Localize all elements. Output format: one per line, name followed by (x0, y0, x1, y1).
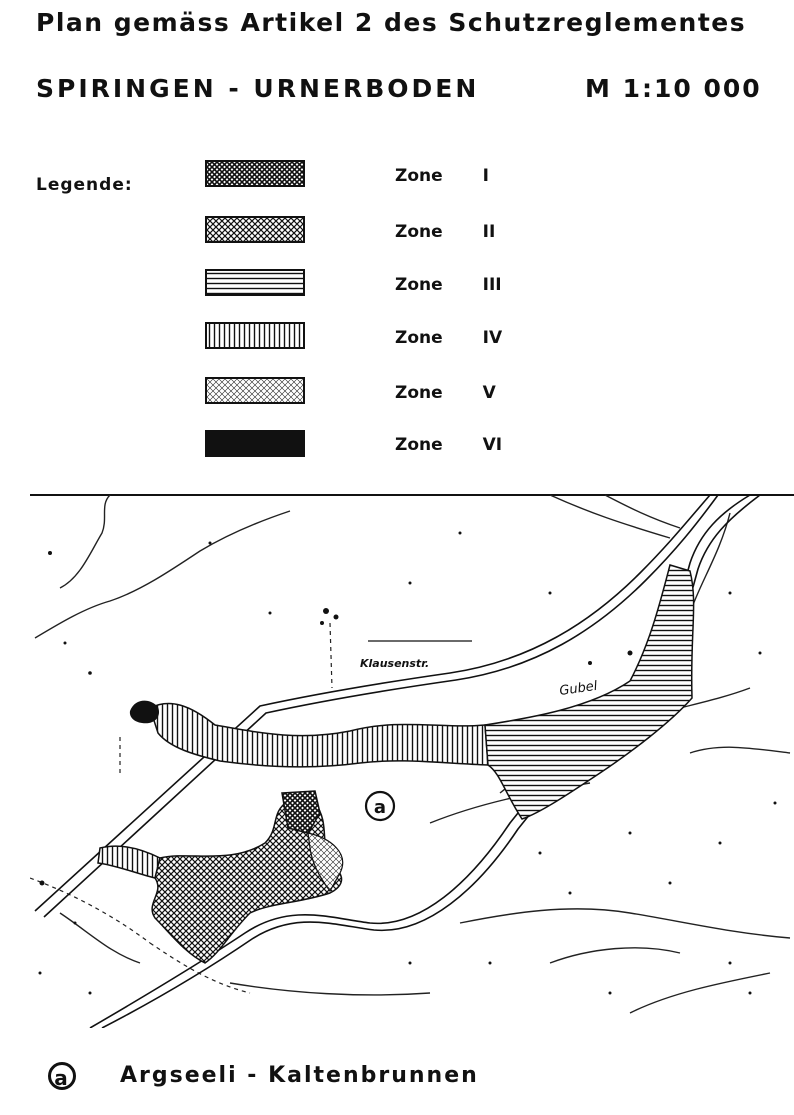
zone-3-area (484, 564, 695, 820)
caption-text: Argseeli - Kaltenbrunnen (120, 1063, 479, 1088)
zone-5-area (307, 832, 344, 893)
terrain-lines (34, 494, 791, 1014)
road-label-klausenstr: Klausenstr. (360, 657, 429, 670)
area-marker-a: a (374, 797, 386, 818)
legend-title: Legende: (36, 175, 133, 195)
legend-swatch-zone-5 (205, 377, 305, 404)
zone-map: Klausenstr. Gubel a (30, 494, 794, 1028)
map-caption: a Argseeli - Kaltenbrunnen (48, 1062, 479, 1090)
scale-label: M 1:10 000 (585, 74, 762, 103)
zone-1-area (281, 790, 321, 834)
legend-swatch-zone-3 (205, 269, 305, 296)
zone-4-area-west (97, 845, 161, 879)
footpaths (30, 622, 333, 994)
zone-4-area (149, 702, 489, 768)
caption-marker-a: a (48, 1062, 76, 1090)
klausenstrasse-road (34, 494, 719, 918)
zone-6-area (129, 700, 160, 724)
legend-swatch-zone-1 (205, 160, 305, 187)
legend-swatch-zone-2 (205, 216, 305, 243)
zone-2-area (151, 800, 343, 964)
place-title: SPIRINGEN - URNERBODEN (36, 74, 480, 103)
plan-title: Plan gemäss Artikel 2 des Schutzreglemen… (36, 8, 747, 37)
area-marker-a-circle (364, 790, 396, 822)
legend-swatch-zone-6 (205, 430, 305, 457)
legend-swatch-zone-4 (205, 322, 305, 349)
place-label-gubel: Gubel (558, 679, 598, 699)
map-scatter-dots (38, 531, 777, 995)
